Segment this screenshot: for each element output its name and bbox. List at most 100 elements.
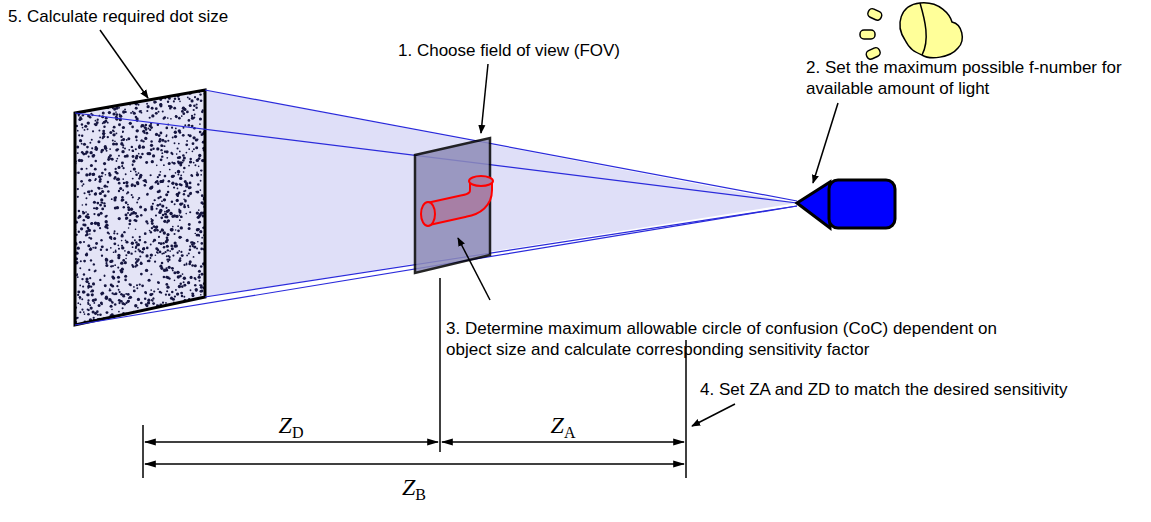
speckle-dot xyxy=(159,180,162,183)
speckle-dot xyxy=(83,219,85,221)
speckle-dot xyxy=(167,209,170,212)
speckle-dot xyxy=(89,172,92,175)
speckle-dot xyxy=(181,115,183,117)
speckle-dot xyxy=(82,286,84,288)
speckle-dot xyxy=(141,153,144,156)
speckle-dot xyxy=(156,147,159,150)
speckle-dot xyxy=(198,274,200,276)
speckle-dot xyxy=(118,87,121,90)
speckle-dot xyxy=(163,116,166,119)
speckle-dot xyxy=(179,202,182,205)
speckle-dot xyxy=(194,96,196,98)
speckle-dot xyxy=(184,199,186,201)
speckle-dot xyxy=(89,193,91,195)
speckle-dot xyxy=(147,301,150,304)
speckle-dot xyxy=(193,242,196,245)
speckle-dot xyxy=(179,320,181,322)
speckle-dot xyxy=(91,139,93,141)
speckle-dot xyxy=(186,264,188,266)
speckle-dot xyxy=(93,207,95,209)
speckle-dot xyxy=(198,154,201,157)
speckle-dot xyxy=(83,273,85,275)
speckle-dot xyxy=(138,239,141,242)
speckle-dot xyxy=(196,98,199,101)
speckle-dot xyxy=(83,241,85,243)
speckle-dot xyxy=(100,301,103,304)
speckle-dot xyxy=(120,136,123,139)
speckle-dot xyxy=(183,264,185,266)
speckle-dot xyxy=(104,185,107,188)
speckle-dot xyxy=(193,148,195,150)
speckle-dot xyxy=(193,256,195,258)
speckle-dot xyxy=(144,137,147,140)
speckle-dot xyxy=(142,326,145,329)
speckle-dot xyxy=(98,101,101,104)
speckle-dot xyxy=(85,234,87,236)
speckle-dot xyxy=(72,154,74,156)
speckle-dot xyxy=(138,94,141,97)
speckle-dot xyxy=(134,184,137,187)
speckle-dot xyxy=(89,233,91,235)
speckle-dot xyxy=(150,289,152,291)
speckle-dot xyxy=(179,183,181,185)
speckle-dot xyxy=(87,313,90,316)
speckle-dot xyxy=(165,213,167,215)
speckle-dot xyxy=(89,151,92,154)
camera-icon xyxy=(797,180,895,228)
speckle-dot xyxy=(90,307,93,310)
dimension-label: ZA xyxy=(551,412,576,438)
speckle-dot xyxy=(188,165,190,167)
speckle-dot xyxy=(128,206,130,208)
speckle-dot xyxy=(146,304,149,307)
speckle-dot xyxy=(197,216,200,219)
speckle-dot xyxy=(135,135,138,138)
speckle-dot xyxy=(115,113,118,116)
speckle-dot xyxy=(176,292,179,295)
speckle-dot xyxy=(82,101,85,104)
speckle-dot xyxy=(185,89,188,92)
speckle-dot xyxy=(125,181,128,184)
speckle-dot xyxy=(168,315,171,318)
speckle-dot xyxy=(160,171,162,173)
speckle-dot xyxy=(186,111,189,114)
speckle-dot xyxy=(197,241,199,243)
speckle-dot xyxy=(100,198,103,201)
speckle-dot xyxy=(175,323,178,326)
speckle-dot xyxy=(189,245,191,247)
speckle-dot xyxy=(90,259,92,261)
speckle-dot xyxy=(159,291,162,294)
speckle-dot xyxy=(202,309,204,311)
speckle-dot xyxy=(201,273,204,276)
speckle-dot xyxy=(72,211,74,213)
speckle-dot xyxy=(175,115,177,117)
speckle-dot xyxy=(127,204,129,206)
speckle-dot xyxy=(98,187,101,190)
speckle-dot xyxy=(160,216,163,219)
speckle-dot xyxy=(140,302,143,305)
speckle-dot xyxy=(72,89,74,91)
speckle-dot xyxy=(86,96,88,98)
speckle-dot xyxy=(129,284,132,287)
speckle-dot xyxy=(85,253,88,256)
speckle-dot xyxy=(188,119,191,122)
speckle-dot xyxy=(151,299,153,301)
speckle-dot xyxy=(94,192,97,195)
speckle-dot xyxy=(77,92,79,94)
speckle-dot xyxy=(79,285,81,287)
speckle-dot xyxy=(153,100,156,103)
speckle-dot xyxy=(119,187,122,190)
fov-plane xyxy=(415,138,490,273)
speckle-dot xyxy=(195,107,197,109)
speckle-dot xyxy=(180,292,183,295)
speckle-dot xyxy=(133,290,136,293)
speckle-dot xyxy=(164,145,166,147)
speckle-dot xyxy=(87,190,90,193)
speckle-dot xyxy=(188,223,191,226)
speckle-dot xyxy=(200,189,202,191)
speckle-dot xyxy=(132,321,135,324)
speckle-dot xyxy=(114,140,116,142)
speckle-dot xyxy=(77,130,79,132)
speckle-dot xyxy=(163,252,165,254)
speckle-dot xyxy=(175,229,177,231)
